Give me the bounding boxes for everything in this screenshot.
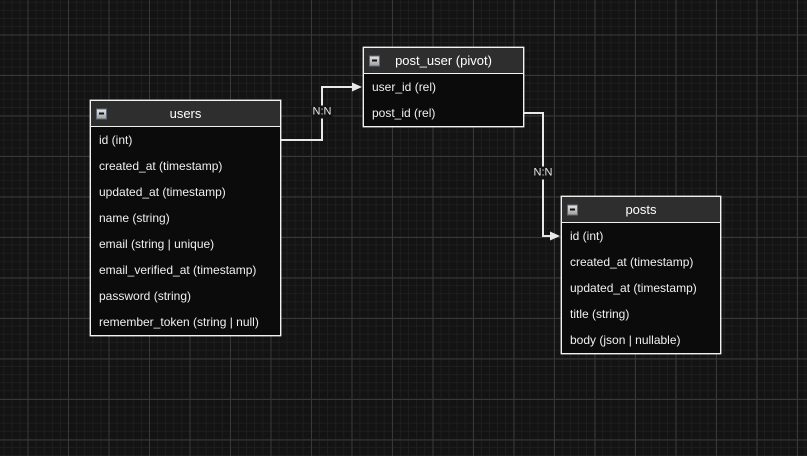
relation-label[interactable]: N:N: [311, 105, 333, 119]
table-row[interactable]: created_at (timestamp): [570, 255, 694, 269]
minus-icon: [99, 112, 104, 115]
table-row[interactable]: id (int): [99, 133, 133, 147]
minus-icon: [372, 59, 377, 62]
table-row[interactable]: email (string | unique): [99, 237, 215, 251]
arrowhead-icon: [352, 82, 362, 92]
arrowhead-icon: [550, 231, 560, 241]
relation-label[interactable]: N:N: [532, 166, 554, 180]
entity-title: post_user (pivot): [395, 53, 492, 68]
table-row[interactable]: post_id (rel): [372, 106, 436, 120]
entity-post-user[interactable]: post_user (pivot) user_id (rel) post_id (…: [363, 47, 524, 127]
table-row[interactable]: body (json | nullable): [570, 333, 681, 347]
entity-users[interactable]: users id (int) created_at (timestamp) upda…: [90, 100, 281, 336]
entity-post-user-header[interactable]: post_user (pivot): [364, 48, 523, 74]
table-row[interactable]: created_at (timestamp): [99, 159, 223, 173]
table-row[interactable]: id (int): [570, 229, 604, 243]
entity-title: users: [169, 106, 202, 121]
collapse-icon[interactable]: [567, 204, 578, 215]
table-row[interactable]: password (string): [99, 289, 192, 303]
minus-icon: [570, 208, 575, 211]
entity-posts-header[interactable]: posts: [562, 197, 720, 223]
entity-posts[interactable]: posts id (int) created_at (timestamp) upda…: [561, 196, 721, 354]
collapse-icon[interactable]: [96, 108, 107, 119]
table-row[interactable]: user_id (rel): [372, 80, 437, 94]
table-row[interactable]: name (string): [99, 211, 170, 225]
table-row[interactable]: email_verified_at (timestamp): [99, 263, 257, 277]
entity-users-rows: id (int) created_at (timestamp) updated_at…: [91, 127, 280, 335]
entity-users-header[interactable]: users: [91, 101, 280, 127]
table-row[interactable]: updated_at (timestamp): [570, 281, 697, 295]
entity-post-user-rows: user_id (rel) post_id (rel): [364, 74, 523, 126]
table-row[interactable]: updated_at (timestamp): [99, 185, 226, 199]
entity-posts-rows: id (int) created_at (timestamp) updated_at…: [562, 223, 720, 353]
collapse-icon[interactable]: [369, 55, 380, 66]
table-row[interactable]: remember_token (string | null): [99, 315, 259, 329]
entity-title: posts: [625, 202, 657, 217]
table-row[interactable]: title (string): [570, 307, 630, 321]
